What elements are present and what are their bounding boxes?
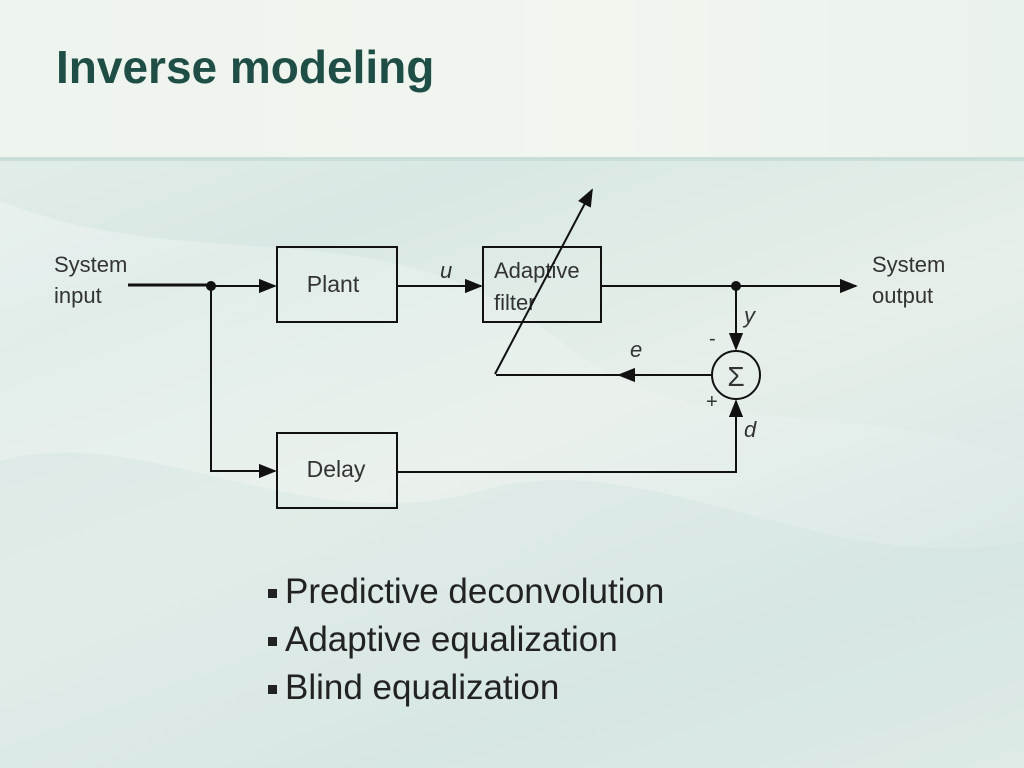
adaptive-filter-label-line2: filter xyxy=(494,290,536,315)
sum-symbol: Σ xyxy=(727,361,744,392)
signal-y-label: y xyxy=(742,303,757,328)
bullet-list: Predictive deconvolution Adaptive equali… xyxy=(268,568,664,712)
bullet-text: Predictive deconvolution xyxy=(285,572,665,611)
slide-title: Inverse modeling xyxy=(56,41,435,93)
signal-e-label: e xyxy=(630,337,642,362)
bullet-square-icon xyxy=(268,684,277,694)
bullet-item: Blind equalization xyxy=(268,664,664,712)
adaptive-filter-label-line1: Adaptive xyxy=(494,258,580,283)
bullet-item: Predictive deconvolution xyxy=(268,568,664,616)
input-to-delay-line xyxy=(210,286,277,479)
delay-to-summer-line xyxy=(397,399,744,473)
delay-block xyxy=(276,432,398,509)
system-output-label-line2: output xyxy=(872,283,933,308)
signal-u-label: u xyxy=(440,258,452,283)
plus-sign: + xyxy=(706,391,718,413)
adaptation-arrow xyxy=(494,188,593,375)
background-decoration xyxy=(0,201,1024,768)
bullet-square-icon xyxy=(268,588,277,598)
system-input-label-line2: input xyxy=(54,283,102,308)
system-input-label-line1: System xyxy=(54,252,127,277)
signal-d-label: d xyxy=(744,417,757,442)
system-output-label-line1: System xyxy=(872,252,945,277)
plant-label: Plant xyxy=(307,271,360,297)
minus-sign: - xyxy=(709,328,716,350)
bullet-item: Adaptive equalization xyxy=(268,616,664,664)
bullet-text: Adaptive equalization xyxy=(285,620,618,659)
plant-block xyxy=(276,246,398,323)
bullet-text: Blind equalization xyxy=(285,668,560,707)
bullet-square-icon xyxy=(268,636,277,646)
title-band: Inverse modeling xyxy=(0,0,1024,161)
delay-label: Delay xyxy=(307,456,366,482)
adaptive-filter-block xyxy=(482,246,602,323)
